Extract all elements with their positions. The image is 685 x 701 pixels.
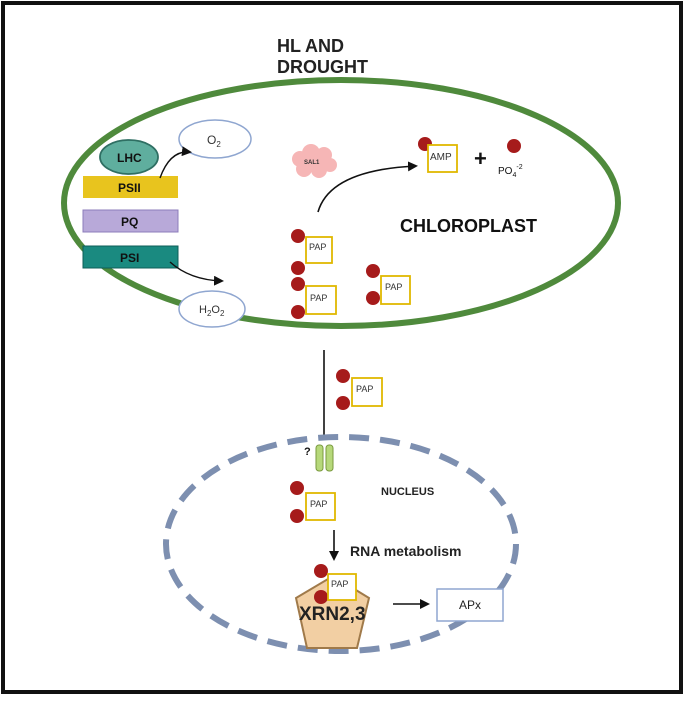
pap-dot bbox=[291, 305, 305, 319]
pap-dot bbox=[336, 396, 350, 410]
amp-box bbox=[427, 144, 458, 173]
pap-dot bbox=[291, 261, 305, 275]
pap-dot bbox=[290, 509, 304, 523]
sal1-enzyme bbox=[292, 144, 337, 178]
pap-box bbox=[380, 275, 411, 305]
pap-box bbox=[327, 573, 357, 601]
o2-label: O2 bbox=[207, 133, 221, 149]
chloroplast-label: CHLOROPLAST bbox=[400, 216, 537, 236]
phosphate-dot bbox=[507, 139, 521, 153]
h2o2-label: H2O2 bbox=[199, 304, 225, 318]
plus-sign: + bbox=[474, 146, 487, 171]
pap-label: PAP bbox=[310, 293, 327, 303]
lhc-complex bbox=[99, 139, 159, 175]
transporter-right bbox=[325, 444, 334, 472]
pap-dot bbox=[290, 481, 304, 495]
psi-complex bbox=[82, 245, 179, 269]
xrn-label: XRN2,3 bbox=[299, 604, 366, 625]
psii-to-o2-arrow bbox=[159, 146, 192, 179]
pap-box bbox=[305, 236, 333, 264]
lhc-label: LHC bbox=[117, 151, 142, 165]
pap-dot bbox=[291, 277, 305, 291]
apx-label: APx bbox=[459, 598, 481, 612]
pap-dot bbox=[366, 264, 380, 278]
transporter-left bbox=[315, 444, 324, 472]
pap-label: PAP bbox=[331, 579, 348, 589]
pap-label: PAP bbox=[356, 384, 373, 394]
stress-label-line2: DROUGHT bbox=[277, 57, 368, 77]
pap-label: PAP bbox=[309, 242, 326, 252]
h2o2-oval bbox=[178, 290, 246, 328]
o2-oval bbox=[178, 119, 252, 159]
apx-box bbox=[436, 588, 504, 622]
pap-dot bbox=[314, 590, 328, 604]
pap-box bbox=[351, 377, 383, 407]
rna-metabolism-label: RNA metabolism bbox=[350, 543, 462, 559]
pap-to-amp-arrow bbox=[317, 161, 418, 213]
pap-box bbox=[305, 492, 336, 521]
pq-complex bbox=[82, 209, 179, 233]
pap-dot bbox=[291, 229, 305, 243]
stress-label-line1: HL AND bbox=[277, 36, 344, 56]
psii-label: PSII bbox=[118, 181, 141, 195]
psi-to-h2o2-arrow bbox=[169, 261, 224, 286]
pap-box bbox=[305, 285, 337, 315]
pap-label: PAP bbox=[385, 282, 402, 292]
chloroplast-membrane bbox=[61, 77, 621, 329]
amp-label: AMP bbox=[430, 152, 452, 163]
nucleus-label: NUCLEUS bbox=[381, 486, 434, 498]
pap-dot bbox=[314, 564, 328, 578]
psi-label: PSI bbox=[120, 251, 139, 265]
psii-complex bbox=[83, 176, 178, 198]
pq-label: PQ bbox=[121, 215, 138, 229]
pap-dot bbox=[366, 291, 380, 305]
sal1-label: SAL1 bbox=[304, 160, 320, 166]
transporter-question: ? bbox=[304, 446, 311, 458]
po4-label: PO4-2 bbox=[498, 164, 523, 179]
nucleus-envelope bbox=[163, 434, 519, 654]
pap-dot bbox=[336, 369, 350, 383]
pap-label: PAP bbox=[310, 499, 327, 509]
